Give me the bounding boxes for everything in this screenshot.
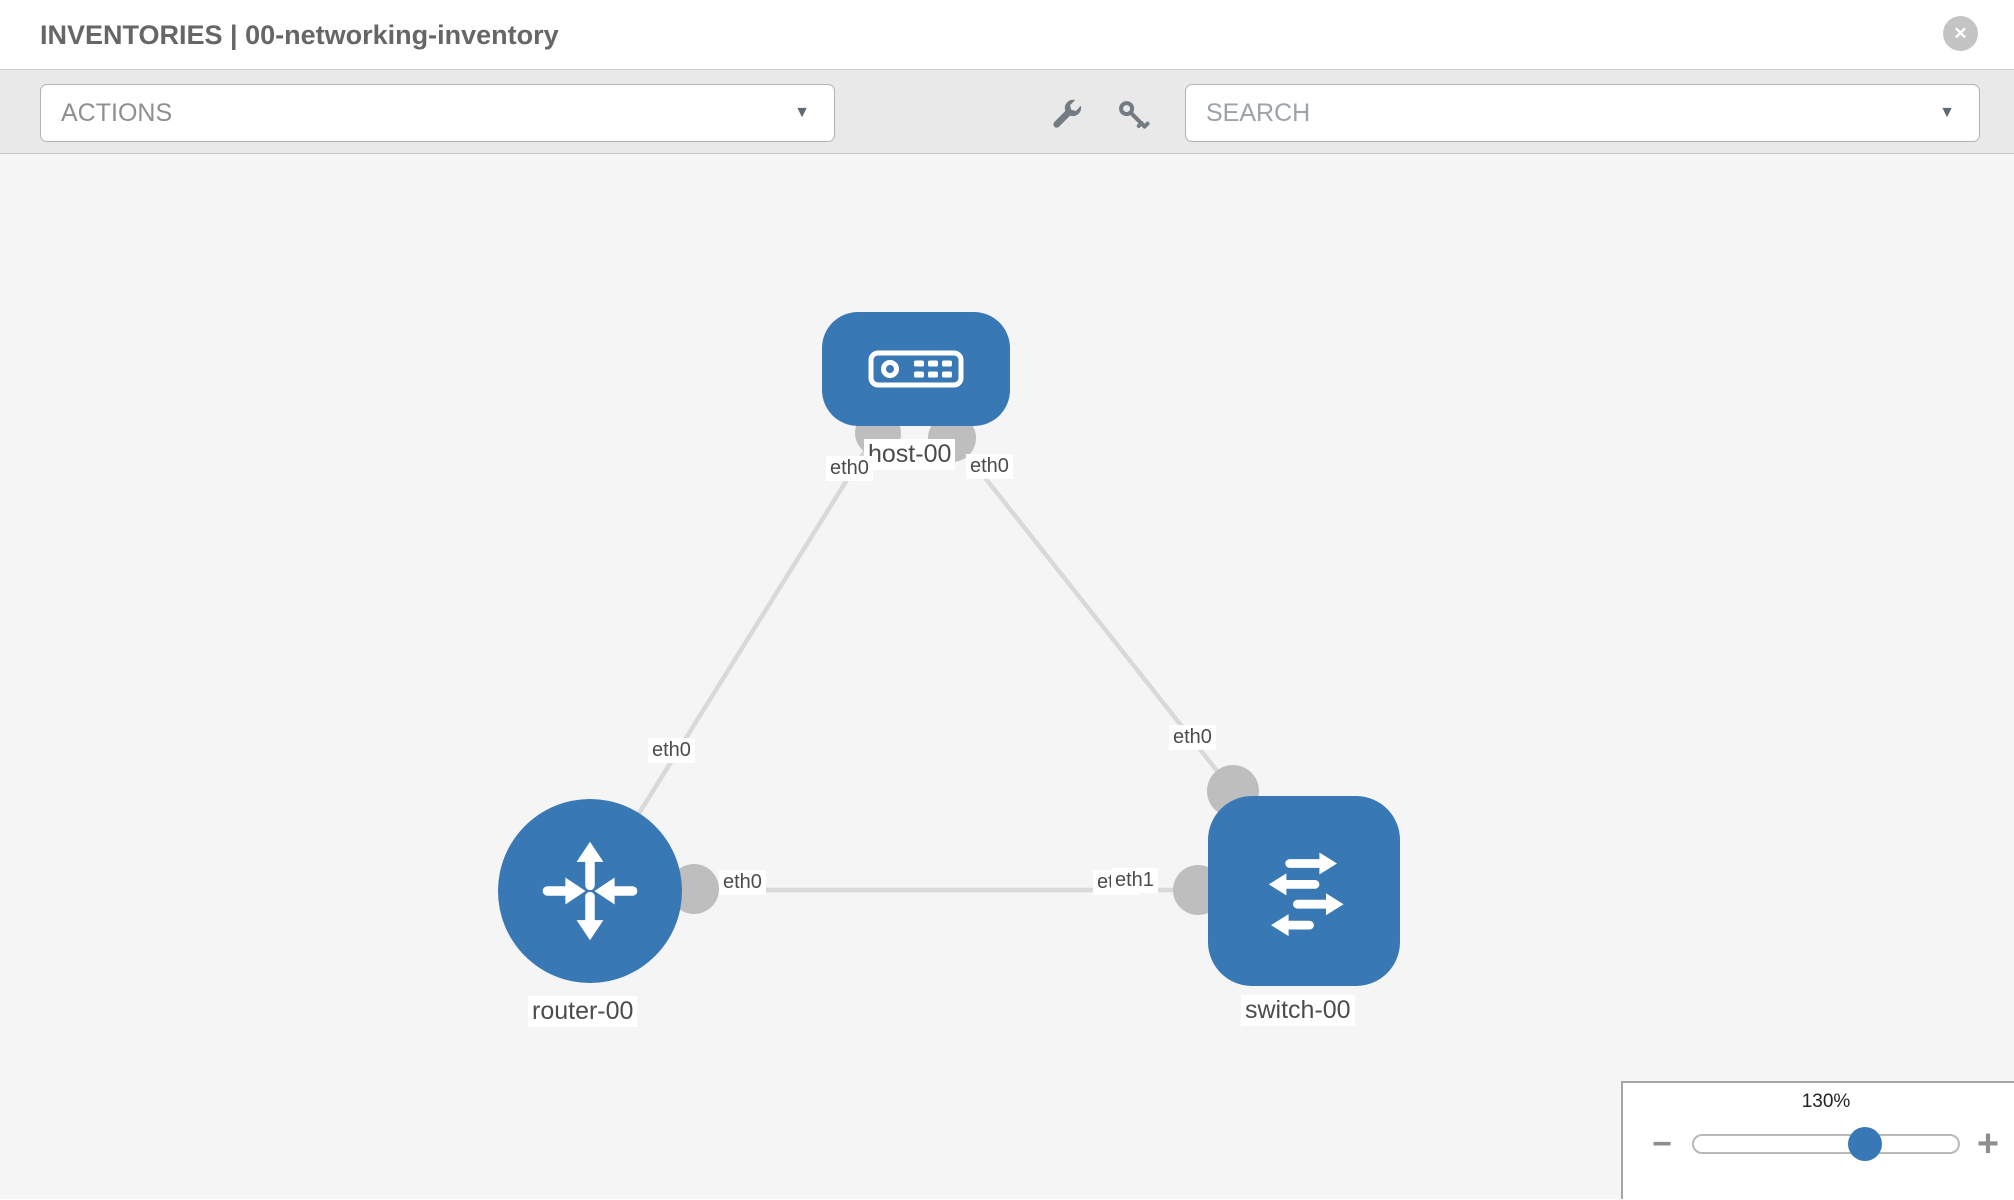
- close-icon[interactable]: ✕: [1943, 16, 1978, 51]
- wrench-icon[interactable]: [1048, 96, 1084, 132]
- node-label-switch-00: switch-00: [1241, 995, 1355, 1026]
- zoom-out-button[interactable]: −: [1652, 1125, 1672, 1163]
- chevron-down-icon: ▼: [794, 104, 810, 121]
- interface-dot-router-right[interactable]: [669, 864, 719, 914]
- iface-label-switch-eth0-top: eth0: [1169, 725, 1216, 750]
- actions-dropdown[interactable]: ACTIONS ▼: [40, 84, 835, 142]
- topology-edges-layer: [588, 410, 1259, 915]
- topology-canvas[interactable]: host-00 router-00 switch-00 eth0 eth0 et…: [0, 154, 2014, 1199]
- router-icon: [542, 841, 638, 941]
- zoom-level-value: 130%: [1801, 1091, 1851, 1112]
- host-icon: [868, 350, 964, 388]
- iface-label-host-eth0-left: eth0: [826, 456, 873, 481]
- zoom-slider[interactable]: [1692, 1127, 1960, 1161]
- page-title: INVENTORIES | 00-networking-inventory: [40, 20, 559, 50]
- node-router-00[interactable]: [498, 799, 682, 983]
- search-container: ▼: [1185, 84, 1980, 142]
- node-label-host-00: host-00: [864, 439, 956, 470]
- page-header: INVENTORIES | 00-networking-inventory ✕: [0, 0, 2014, 70]
- node-label-router-00: router-00: [528, 996, 638, 1027]
- iface-label-switch-eth1: eth1: [1111, 868, 1158, 893]
- iface-label-host-eth0-right: eth0: [966, 454, 1013, 479]
- zoom-slider-thumb[interactable]: [1848, 1127, 1882, 1161]
- zoom-in-button[interactable]: +: [1976, 1123, 2000, 1165]
- toolbar: ACTIONS ▼ ▼: [0, 70, 2014, 154]
- iface-label-router-eth0-top: eth0: [648, 738, 695, 763]
- key-icon[interactable]: [1116, 98, 1152, 134]
- iface-label-router-eth0-link: eth0: [719, 870, 766, 895]
- actions-dropdown-label: ACTIONS: [61, 99, 173, 127]
- switch-icon: [1268, 852, 1344, 937]
- node-switch-00[interactable]: [1208, 796, 1400, 986]
- zoom-control-panel: 130% − +: [1621, 1081, 2014, 1199]
- node-host-00[interactable]: [822, 312, 1010, 426]
- search-input[interactable]: [1186, 85, 1979, 141]
- chevron-down-icon: ▼: [1939, 104, 1955, 121]
